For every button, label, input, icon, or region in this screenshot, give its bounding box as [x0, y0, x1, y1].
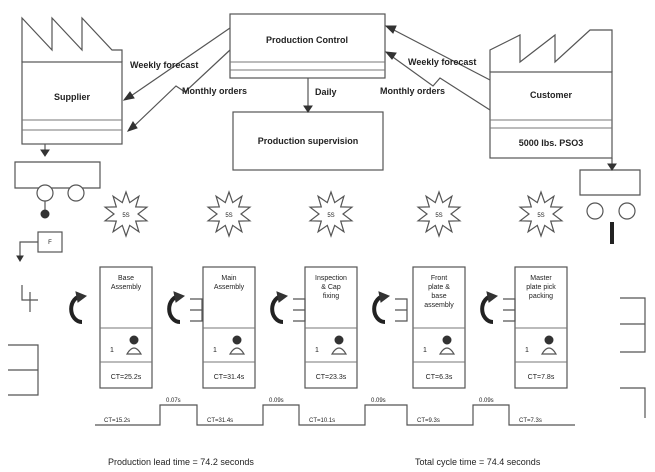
customer-forecast-arrowhead-icon	[384, 25, 397, 34]
lead-time-ladder: CT=15.2s CT=31.4s CT=10.1s CT=9.3s CT=7.3s 0.…	[95, 398, 575, 426]
push-arrow-icon	[69, 291, 88, 324]
supplier-forecast-label: Weekly forecast	[130, 60, 198, 70]
kaizen-burst-icon: 5S	[308, 190, 354, 238]
kaizen-burst-icon: 5S	[103, 190, 149, 238]
operator-icon	[228, 335, 246, 355]
supplier-orders-label: Monthly orders	[182, 86, 247, 96]
operator-icon	[125, 335, 143, 355]
production-supervision-box[interactable]: Production supervision	[232, 111, 384, 171]
supplier-label: Supplier	[54, 92, 91, 102]
push-arrow-icon	[270, 291, 289, 324]
supplier-truck-icon	[14, 161, 101, 202]
kaizen-label: 5S	[435, 213, 442, 219]
customer-inventory-icon	[620, 297, 646, 353]
kaizen-burst-icon: 5S	[416, 190, 462, 238]
customer-orders-flow	[389, 54, 491, 111]
process-cycle-time: CT=6.3s	[426, 374, 453, 381]
push-arrow-icon	[372, 291, 391, 324]
operator-icon	[540, 335, 558, 355]
timeline-wait-time: 0.09s	[371, 398, 386, 404]
kaizen-label: 5S	[225, 213, 232, 219]
kaizen-burst-icon: 5S	[206, 190, 252, 238]
supplier-inventory-icon	[8, 344, 39, 396]
timeline-cycle-time: CT=7.3s	[519, 418, 542, 424]
operator-count: 1	[110, 347, 114, 354]
timeline-wait-time: 0.09s	[269, 398, 284, 404]
total-cycle-time: Total cycle time = 74.4 seconds	[415, 457, 541, 467]
timeline-cycle-time: CT=15.2s	[104, 418, 130, 424]
customer-demand: 5000 lbs. PSO3	[519, 138, 584, 148]
supplier-kanban-arrowhead-icon	[16, 255, 24, 262]
inventory-stack-icon	[190, 298, 203, 322]
supplier-orders-flow	[131, 49, 231, 129]
supplier-shipment-arrowhead-icon	[40, 149, 50, 157]
timeline-cycle-time: CT=31.4s	[207, 418, 233, 424]
supplier-forecast-arrowhead-icon	[122, 91, 135, 101]
supplier-orders-arrowhead-icon	[126, 121, 138, 132]
timeline-cycle-time: CT=10.1s	[309, 418, 335, 424]
push-arrow-icon	[480, 291, 499, 324]
operator-count: 1	[423, 347, 427, 354]
inventory-stack-icon	[293, 298, 306, 322]
daily-arrowhead-icon	[303, 105, 313, 113]
kaizen-burst-icon: 5S	[518, 190, 564, 238]
customer-shipment-arrowhead-icon	[607, 163, 617, 171]
inventory-stack-icon	[395, 298, 408, 322]
timeline-wait-time: 0.07s	[166, 398, 181, 404]
customer-roof-icon	[489, 29, 613, 72]
process-cycle-time: CT=31.4s	[214, 374, 245, 381]
timeline-cycle-time: CT=9.3s	[417, 418, 440, 424]
operator-count: 1	[525, 347, 529, 354]
process-cycle-time: CT=7.8s	[528, 374, 555, 381]
timeline-path	[95, 404, 575, 426]
inventory-stack-icon	[503, 298, 516, 322]
production-supervision-label: Production supervision	[258, 136, 359, 146]
customer-stock-icon	[620, 387, 646, 418]
customer-forecast-label: Weekly forecast	[408, 57, 476, 67]
customer-label: Customer	[530, 90, 573, 100]
customer-orders-arrowhead-icon	[384, 51, 397, 60]
supplier-stock-icon	[21, 285, 38, 312]
production-lead-time: Production lead time = 74.2 seconds	[108, 457, 254, 467]
operator-icon	[438, 335, 456, 355]
customer-factory[interactable]: Customer 5000 lbs. PSO3	[489, 29, 613, 159]
customer-forecast-flow	[389, 27, 491, 81]
operator-count: 1	[315, 347, 319, 354]
timeline-wait-time: 0.09s	[479, 398, 494, 404]
kaizen-label: 5S	[122, 213, 129, 219]
operator-icon	[330, 335, 348, 355]
process-cycle-time: CT=25.2s	[111, 374, 142, 381]
push-arrow-icon	[167, 291, 186, 324]
kaizen-label: 5S	[327, 213, 334, 219]
supplier-kanban-label: F	[48, 240, 52, 246]
process-cycle-time: CT=23.3s	[316, 374, 347, 381]
customer-truck-icon	[579, 169, 641, 220]
supplier-forecast-flow	[127, 27, 231, 99]
supplier-kanban-flow	[19, 241, 38, 258]
supplier-truck-arrowhead-icon	[40, 209, 50, 219]
production-control-label: Production Control	[266, 35, 348, 45]
daily-label: Daily	[315, 87, 337, 97]
production-control-box[interactable]: Production Control	[229, 13, 386, 79]
supplier-roof-icon	[21, 16, 123, 62]
supplier-factory[interactable]: Supplier	[21, 16, 123, 145]
operator-count: 1	[213, 347, 217, 354]
customer-orders-label: Monthly orders	[380, 86, 445, 96]
kaizen-label: 5S	[537, 213, 544, 219]
